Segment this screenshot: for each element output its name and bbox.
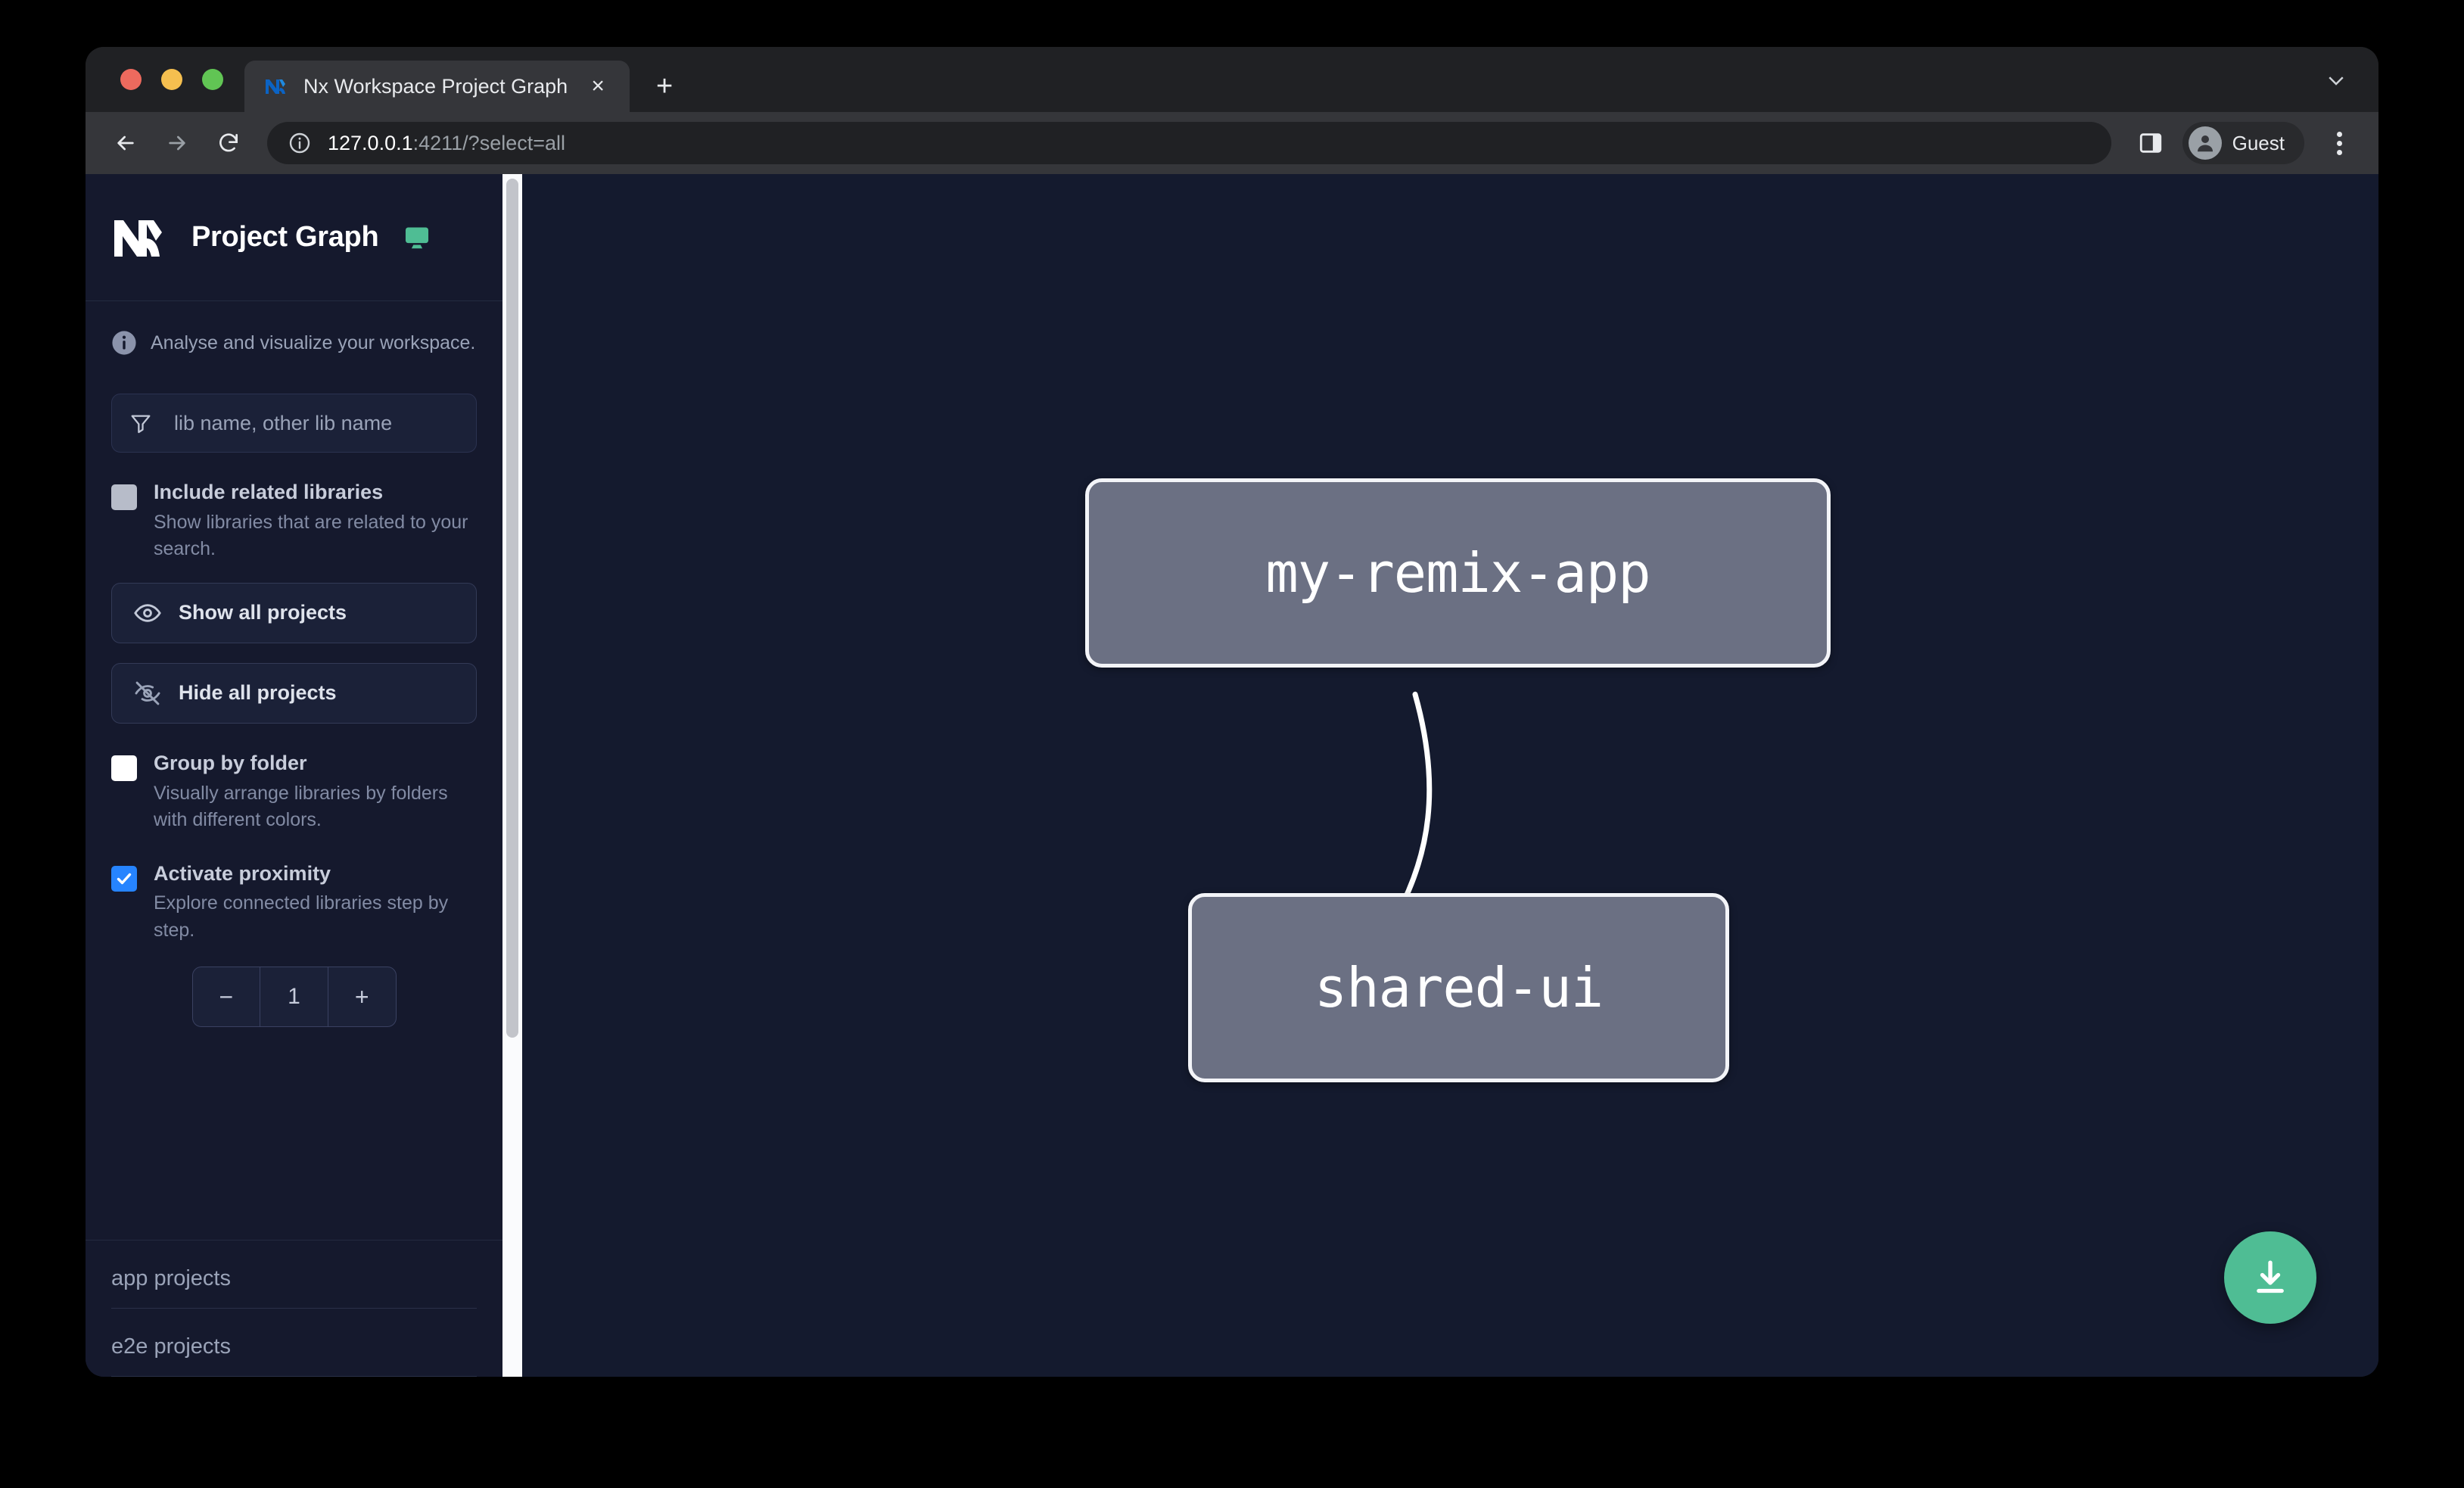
chevron-down-icon[interactable] bbox=[2319, 64, 2353, 97]
monitor-icon[interactable] bbox=[403, 223, 431, 252]
eye-icon bbox=[134, 604, 161, 622]
proximity-value: 1 bbox=[260, 967, 328, 1027]
proximity-decrement-button[interactable]: − bbox=[219, 982, 234, 1010]
project-graph-canvas[interactable]: my-remix-app shared-ui bbox=[522, 174, 2378, 1377]
new-tab-button[interactable]: + bbox=[656, 70, 674, 102]
url-text: 127.0.0.1:4211/?select=all bbox=[328, 132, 565, 155]
option-label: Include related libraries bbox=[154, 481, 384, 503]
scrollbar-thumb[interactable] bbox=[506, 179, 518, 1038]
info-circle-icon bbox=[111, 330, 137, 356]
option-label: Activate proximity bbox=[154, 861, 331, 885]
option-group-by-folder[interactable]: Group by folder Visually arrange librari… bbox=[111, 751, 477, 834]
funnel-filter-icon bbox=[112, 394, 170, 452]
sidebar: Project Graph Analyse and visual bbox=[86, 174, 502, 1377]
info-circle-icon[interactable] bbox=[285, 129, 314, 157]
graph-node-my-remix-app[interactable]: my-remix-app bbox=[1085, 478, 1831, 668]
option-label: Group by folder bbox=[154, 751, 307, 774]
window-traffic-lights bbox=[107, 47, 234, 112]
profile-label: Guest bbox=[2232, 131, 2285, 154]
nx-logo-icon bbox=[111, 216, 170, 260]
browser-tab[interactable]: Nx Workspace Project Graph × bbox=[244, 61, 630, 112]
eye-slash-icon bbox=[135, 681, 160, 705]
proximity-stepper: − 1 + bbox=[191, 967, 397, 1028]
option-description: Visually arrange libraries by folders wi… bbox=[154, 782, 448, 831]
download-graph-button[interactable] bbox=[2224, 1231, 2316, 1324]
tab-strip: Nx Workspace Project Graph × + bbox=[86, 47, 2378, 112]
browser-toolbar: 127.0.0.1:4211/?select=all Guest bbox=[86, 112, 2378, 174]
address-bar[interactable]: 127.0.0.1:4211/?select=all bbox=[267, 122, 2111, 164]
profile-chip[interactable]: Guest bbox=[2182, 122, 2304, 164]
kebab-menu-icon[interactable] bbox=[2319, 123, 2359, 163]
project-groups: app projects e2e projects bbox=[86, 1240, 502, 1377]
checkmark-icon bbox=[117, 873, 132, 884]
download-icon bbox=[2257, 1260, 2284, 1293]
maximize-window-button[interactable] bbox=[202, 69, 223, 90]
page-content: Project Graph Analyse and visual bbox=[86, 174, 2378, 1377]
show-all-projects-button[interactable]: Show all projects bbox=[111, 582, 477, 643]
url-path: :4211/?select=all bbox=[412, 131, 566, 154]
forward-arrow-icon[interactable] bbox=[155, 121, 199, 165]
proximity-increment-button[interactable]: + bbox=[354, 982, 369, 1010]
graph-edges bbox=[1371, 691, 1433, 942]
side-panel-icon[interactable] bbox=[2131, 123, 2170, 163]
close-icon[interactable]: × bbox=[591, 73, 605, 98]
url-host: 127.0.0.1 bbox=[328, 131, 413, 154]
show-all-projects-label: Show all projects bbox=[179, 601, 347, 624]
filter-box[interactable] bbox=[111, 394, 477, 453]
search-input[interactable] bbox=[170, 394, 476, 452]
back-arrow-icon[interactable] bbox=[104, 121, 148, 165]
checkbox-group-by-folder[interactable] bbox=[111, 755, 137, 781]
sidebar-scrollbar[interactable] bbox=[502, 174, 522, 1377]
graph-node-shared-ui[interactable]: shared-ui bbox=[1188, 893, 1729, 1082]
hide-all-projects-label: Hide all projects bbox=[179, 681, 337, 705]
reload-icon[interactable] bbox=[207, 121, 250, 165]
sidebar-info-text: Analyse and visualize your workspace. bbox=[151, 332, 476, 353]
project-group-app-projects[interactable]: app projects bbox=[111, 1241, 477, 1309]
option-description: Show libraries that are related to your … bbox=[154, 511, 468, 560]
sidebar-controls: Include related libraries Show libraries… bbox=[86, 363, 502, 1222]
close-window-button[interactable] bbox=[120, 69, 142, 90]
option-description: Explore connected libraries step by step… bbox=[154, 892, 449, 941]
sidebar-info: Analyse and visualize your workspace. bbox=[86, 301, 502, 363]
browser-window: Nx Workspace Project Graph × + bbox=[86, 47, 2378, 1377]
minimize-window-button[interactable] bbox=[161, 69, 182, 90]
option-include-related-libraries[interactable]: Include related libraries Show libraries… bbox=[111, 480, 477, 563]
tab-title: Nx Workspace Project Graph bbox=[303, 74, 568, 98]
project-group-e2e-projects[interactable]: e2e projects bbox=[111, 1309, 477, 1377]
checkbox-activate-proximity[interactable] bbox=[111, 865, 137, 892]
hide-all-projects-button[interactable]: Hide all projects bbox=[111, 662, 477, 724]
option-activate-proximity[interactable]: Activate proximity Explore connected lib… bbox=[111, 861, 477, 945]
nx-logo-icon bbox=[264, 74, 288, 98]
sidebar-header: Project Graph bbox=[86, 174, 502, 301]
checkbox-include-related-libraries[interactable] bbox=[111, 484, 137, 510]
page-title: Project Graph bbox=[191, 221, 379, 253]
person-avatar-icon bbox=[2188, 126, 2222, 160]
